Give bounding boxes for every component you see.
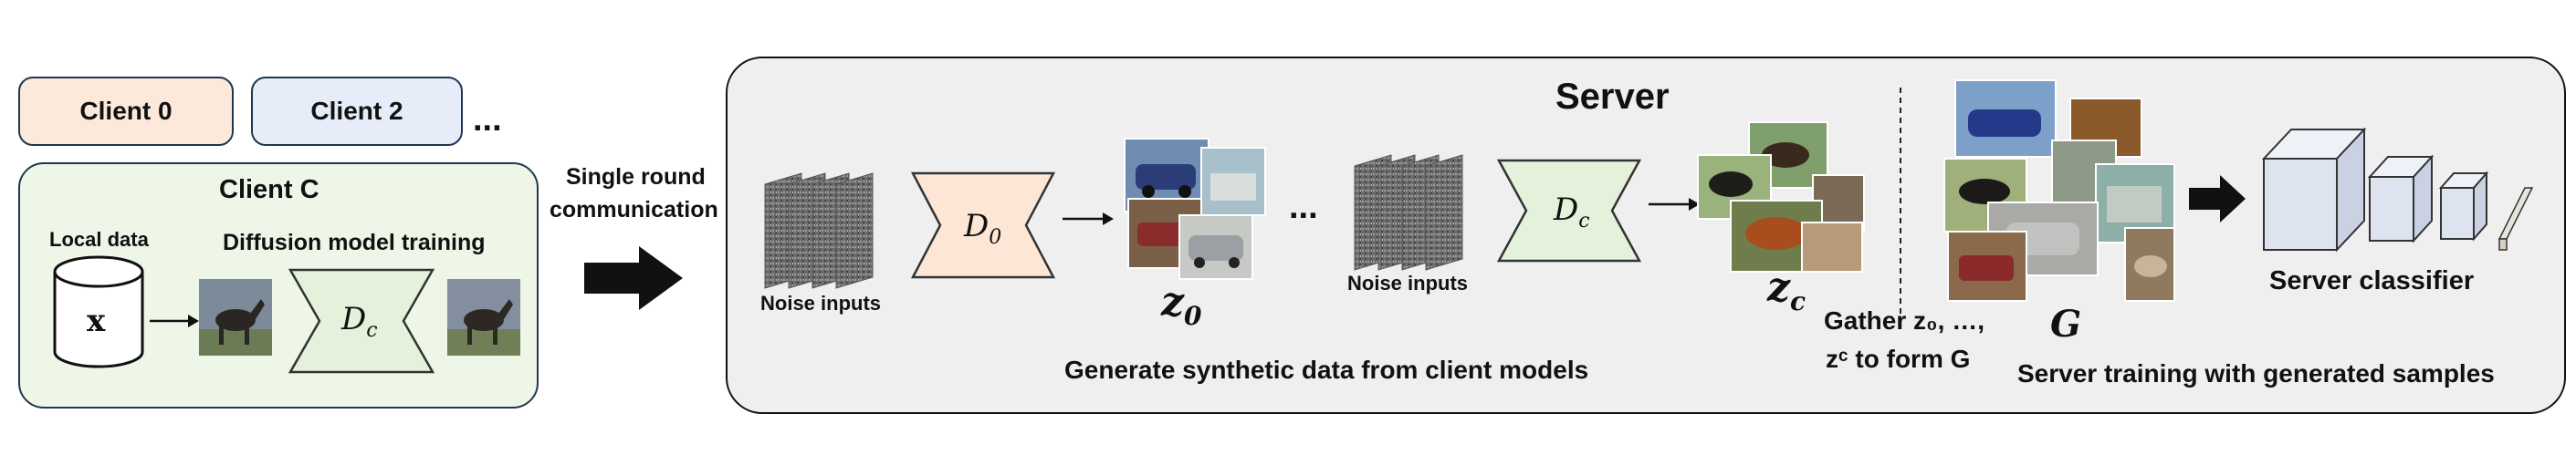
single-round-arrow-icon <box>584 246 683 310</box>
server-ellipsis: ... <box>1289 188 1318 226</box>
arrow-d0-to-z0-icon <box>1063 212 1114 225</box>
server-model-dc-label: Dc <box>1554 191 1590 233</box>
server-model-d0 <box>910 171 1056 279</box>
gather-divider <box>1900 88 1901 314</box>
z0-label: z0 <box>1161 279 1202 331</box>
arrow-to-sample-icon <box>150 315 199 327</box>
client-output-image <box>447 279 520 356</box>
server-classifier-icon <box>2261 127 2534 253</box>
gather-text-line2: zᶜ to form G <box>1826 345 1971 373</box>
zc-image-collage <box>1697 121 1865 273</box>
client-c-title: Client C <box>219 175 319 204</box>
transfer-label-line2: communication <box>550 197 718 222</box>
diffusion-training-label: Diffusion model training <box>223 230 486 255</box>
client-0-box: Client 0 <box>18 77 234 146</box>
server-title: Server <box>1555 77 1670 117</box>
z0-image-collage <box>1124 138 1266 280</box>
noise-inputs-label-0: Noise inputs <box>760 292 882 315</box>
gather-text-line1: Gather z₀, …, <box>1824 306 1984 335</box>
zc-label: zc <box>1767 264 1806 316</box>
client-model-dc-label: Dc <box>341 301 378 342</box>
generate-caption: Generate synthetic data from client mode… <box>1064 356 1589 384</box>
noise-inputs-stack-0 <box>764 172 874 289</box>
more-clients-ellipsis: ... <box>473 100 502 139</box>
arrow-to-classifier-icon <box>2189 175 2246 222</box>
server-model-dc <box>1496 159 1642 263</box>
noise-inputs-label-c: Noise inputs <box>1347 272 1469 295</box>
client-model-dc <box>288 268 435 374</box>
local-data-label: Local data <box>49 228 149 251</box>
server-model-d0-label: D0 <box>964 208 1002 249</box>
local-data-x-symbol: x <box>87 303 106 339</box>
transfer-label-line1: Single round <box>566 164 706 190</box>
arrow-dc-to-zc-icon <box>1649 198 1700 211</box>
g-image-collage <box>1943 79 2175 302</box>
client-input-image <box>199 279 272 356</box>
client-2-box: Client 2 <box>251 77 463 146</box>
noise-inputs-stack-c <box>1354 154 1463 271</box>
local-data-cylinder-icon <box>53 255 144 368</box>
server-classifier-label: Server classifier <box>2269 266 2475 295</box>
g-label: G <box>2050 303 2082 346</box>
server-training-caption: Server training with generated samples <box>2017 359 2495 388</box>
client-2-label: Client 2 <box>310 97 403 125</box>
client-0-label: Client 0 <box>79 97 173 125</box>
